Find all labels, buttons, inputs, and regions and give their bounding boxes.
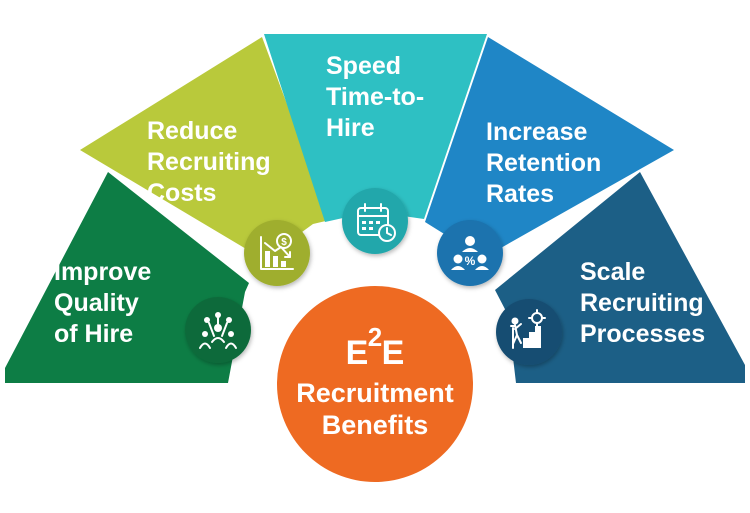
label-retention-line: Retention bbox=[486, 149, 601, 177]
label-retention-line: Increase bbox=[486, 118, 588, 146]
label-speed-line: Time-to- bbox=[326, 83, 424, 111]
label-quality-line: Improve bbox=[54, 258, 151, 286]
label-costs-line: Recruiting bbox=[147, 148, 271, 176]
label-quality-line: of Hire bbox=[54, 320, 133, 348]
cost-reduction-chart-icon: $ bbox=[260, 233, 294, 270]
growth-stairs-gear-icon bbox=[510, 309, 546, 349]
label-quality-line: Quality bbox=[54, 289, 139, 317]
center-title-line2: Benefits bbox=[322, 410, 429, 440]
segment-costs bbox=[80, 37, 330, 262]
logo-right-letter: E bbox=[382, 334, 405, 372]
center-title-line1: Recruitment bbox=[296, 378, 454, 408]
svg-text:$: $ bbox=[281, 237, 287, 248]
label-retention: Increase Retention Rates bbox=[486, 118, 608, 208]
label-scale-line: Processes bbox=[580, 320, 705, 348]
calendar-clock-icon bbox=[357, 203, 396, 242]
segment-speed bbox=[264, 34, 487, 222]
logo-middle-digit: 2 bbox=[368, 322, 382, 352]
label-scale: Scale Recruiting Processes bbox=[580, 258, 711, 348]
people-percent-icon: % bbox=[451, 236, 489, 270]
label-retention-line: Rates bbox=[486, 180, 554, 208]
team-network-icon bbox=[199, 312, 237, 349]
center-hub: E 2 E Recruitment Benefits bbox=[271, 280, 479, 488]
label-speed: Speed Time-to- Hire bbox=[326, 52, 431, 142]
icon-circle-speed bbox=[342, 188, 408, 254]
segment-labels: Improve Quality of Hire Reduce Recruitin… bbox=[54, 52, 711, 348]
icon-circle-retention bbox=[437, 220, 503, 286]
e2e-logo: E 2 E bbox=[346, 322, 405, 372]
label-speed-line: Speed bbox=[326, 52, 401, 80]
label-costs-line: Reduce bbox=[147, 117, 237, 145]
label-scale-line: Scale bbox=[580, 258, 645, 286]
label-scale-line: Recruiting bbox=[580, 289, 704, 317]
label-costs: Reduce Recruiting Costs bbox=[147, 117, 278, 207]
segment-retention bbox=[425, 37, 674, 262]
logo-left-letter: E bbox=[346, 334, 369, 372]
icon-circle-costs bbox=[244, 220, 310, 286]
svg-text:%: % bbox=[465, 254, 476, 268]
center-circle-fill bbox=[277, 286, 473, 482]
label-quality: Improve Quality of Hire bbox=[54, 258, 158, 348]
label-costs-line: Costs bbox=[147, 179, 216, 207]
label-speed-line: Hire bbox=[326, 114, 375, 142]
